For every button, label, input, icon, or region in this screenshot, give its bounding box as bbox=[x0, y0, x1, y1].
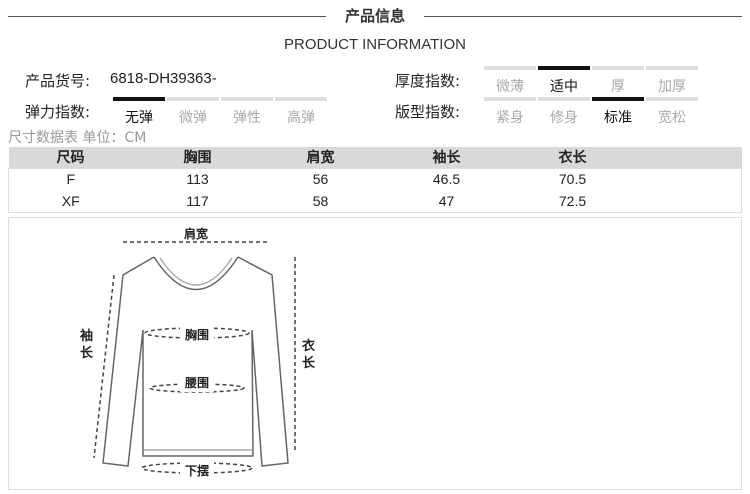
fit-option: 修身 bbox=[538, 97, 590, 127]
elasticity-option: 无弹 bbox=[113, 97, 165, 127]
product-code-value: 6818-DH39363- bbox=[110, 70, 217, 87]
cell: XF bbox=[61, 192, 80, 209]
cell: 56 bbox=[312, 171, 329, 188]
label-chest: 胸围 bbox=[185, 327, 209, 342]
label-sleeve: 袖长 bbox=[80, 329, 94, 361]
section-subtitle: PRODUCT INFORMATION bbox=[284, 36, 466, 53]
label-hem: 下摆 bbox=[185, 463, 209, 478]
elasticity-option: 高弹 bbox=[275, 97, 327, 127]
thickness-option: 微薄 bbox=[484, 66, 536, 96]
thickness-option: 厚 bbox=[592, 66, 644, 96]
label-shoulder: 肩宽 bbox=[184, 226, 208, 241]
elasticity-options: 无弹微弹弹性高弹 bbox=[113, 97, 327, 127]
divider bbox=[8, 16, 326, 17]
cell: 117 bbox=[186, 192, 209, 209]
col-header: 肩宽 bbox=[262, 147, 379, 168]
fit-option: 紧身 bbox=[484, 97, 536, 127]
size-table: 尺码 胸围 肩宽 袖长 衣长 F 113 56 46.5 70.5 XF 117 58 47 7… bbox=[8, 147, 742, 213]
cell: 47 bbox=[438, 192, 455, 209]
col-header: 尺码 bbox=[8, 147, 133, 168]
cell: 72.5 bbox=[558, 192, 587, 209]
thickness-option: 加厚 bbox=[646, 66, 698, 96]
label-waist: 腰围 bbox=[184, 375, 209, 390]
cell: 70.5 bbox=[558, 171, 587, 188]
cell: 58 bbox=[312, 192, 329, 209]
shirt-outline bbox=[102, 256, 289, 467]
thickness-option: 适中 bbox=[538, 66, 590, 96]
col-header: 袖长 bbox=[378, 147, 515, 168]
elasticity-option: 弹性 bbox=[221, 97, 273, 127]
thickness-options: 微薄适中厚加厚 bbox=[484, 66, 698, 96]
elasticity-option: 微弹 bbox=[167, 97, 219, 127]
fit-option: 标准 bbox=[592, 97, 644, 127]
label-length: 衣长 bbox=[302, 339, 316, 371]
cell: 113 bbox=[186, 171, 209, 188]
fit-label: 版型指数: bbox=[395, 103, 461, 121]
measurement-diagram-panel bbox=[8, 217, 742, 490]
section-title: 产品信息 bbox=[344, 7, 405, 25]
thickness-label: 厚度指数: bbox=[395, 72, 461, 90]
elasticity-label: 弹力指数: bbox=[25, 103, 91, 121]
col-header: 衣长 bbox=[514, 147, 631, 168]
cell: F bbox=[66, 171, 76, 188]
fit-options: 紧身修身标准宽松 bbox=[484, 97, 698, 127]
fit-option: 宽松 bbox=[646, 97, 698, 127]
divider bbox=[424, 16, 742, 17]
table-row: XF 117 58 47 72.5 bbox=[9, 190, 742, 212]
col-header: 胸围 bbox=[132, 147, 263, 168]
table-row: F 113 56 46.5 70.5 bbox=[9, 168, 742, 190]
product-code-label: 产品货号: bbox=[25, 72, 91, 90]
cell: 46.5 bbox=[432, 171, 461, 188]
size-table-caption: 尺寸数据表 单位：CM bbox=[8, 130, 147, 146]
measure-lines bbox=[93, 241, 296, 474]
